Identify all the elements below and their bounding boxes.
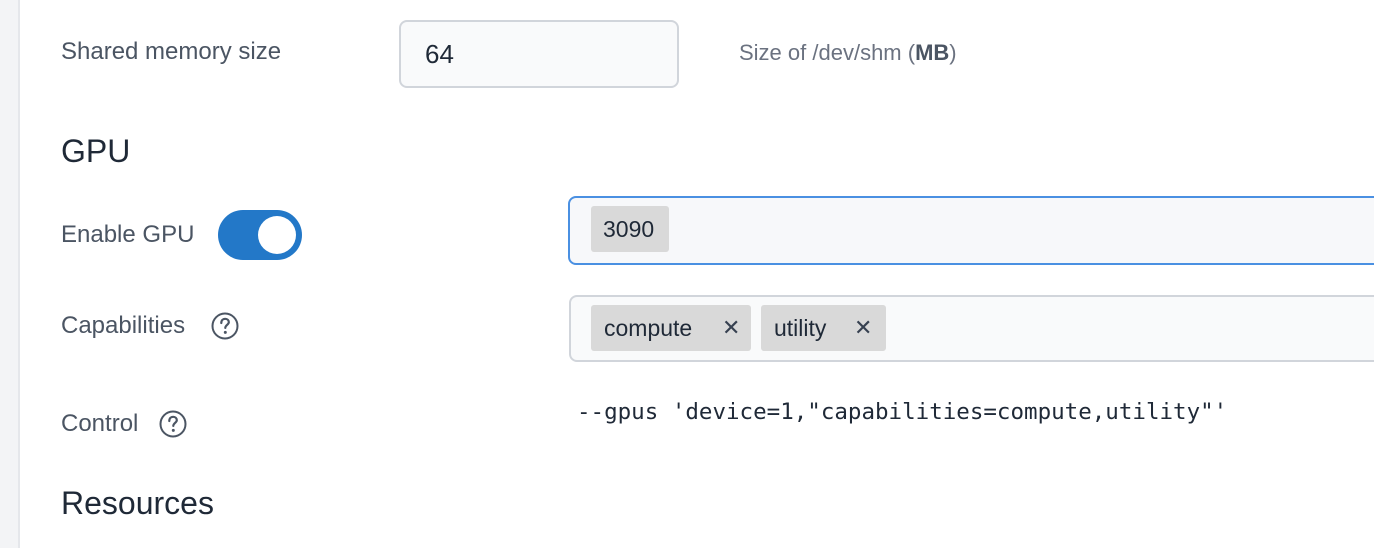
gpu-device-select[interactable]: 3090 [568, 196, 1374, 265]
capability-tag-utility: utility ✕ [761, 305, 886, 351]
shared-memory-label: Shared memory size [61, 38, 282, 65]
shared-memory-hint-unit: MB [915, 40, 950, 65]
capabilities-select[interactable]: compute ✕ utility ✕ [569, 295, 1374, 362]
capability-tag-label: compute [604, 315, 693, 341]
shared-memory-hint: Size of /dev/shm (MB) [739, 40, 957, 66]
control-help-icon[interactable] [159, 410, 187, 438]
gpu-section-title: GPU [61, 133, 131, 169]
resources-section-title: Resources [61, 485, 214, 521]
capability-tag-label: utility [774, 315, 827, 341]
shared-memory-hint-prefix: Size of /dev/shm ( [739, 40, 916, 65]
control-command: --gpus 'device=1,"capabilities=compute,u… [577, 399, 1228, 425]
control-label: Control [61, 410, 139, 437]
enable-gpu-toggle[interactable] [218, 210, 302, 260]
toggle-knob [258, 216, 296, 254]
gpu-device-tag: 3090 [591, 206, 669, 252]
shared-memory-value: 64 [425, 39, 454, 69]
enable-gpu-label: Enable GPU [61, 221, 195, 248]
left-rail [0, 0, 20, 548]
remove-compute-icon[interactable]: ✕ [722, 315, 741, 340]
shared-memory-input[interactable]: 64 [399, 20, 679, 88]
capabilities-help-icon[interactable] [211, 312, 239, 340]
capabilities-label: Capabilities [61, 312, 186, 339]
remove-utility-icon[interactable]: ✕ [854, 315, 873, 340]
capability-tag-compute: compute ✕ [591, 305, 751, 351]
shared-memory-hint-suffix: ) [949, 40, 957, 65]
gpu-device-tag-label: 3090 [603, 216, 655, 242]
